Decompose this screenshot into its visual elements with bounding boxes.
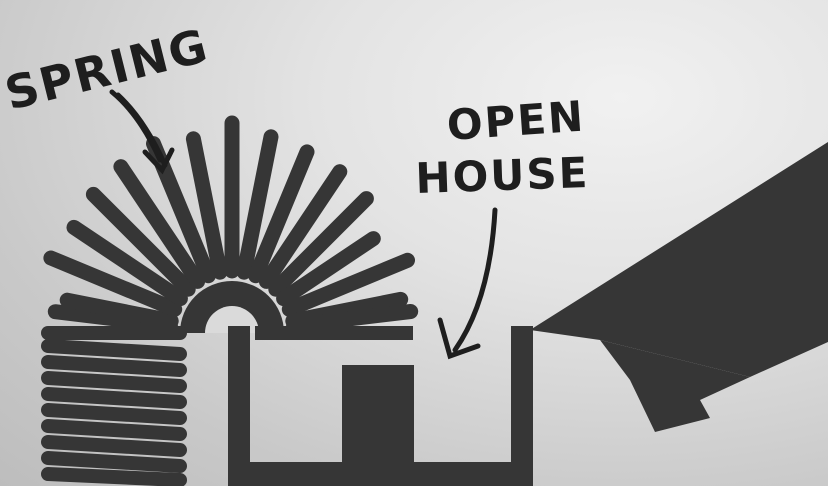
open-label: OPEN [445, 91, 586, 150]
arrow-icon [112, 92, 172, 170]
house-outline-icon [228, 326, 533, 486]
coil-spring-icon [48, 333, 180, 480]
house-floor [228, 462, 533, 486]
spring-label: SPRING [0, 18, 214, 121]
house-roof-line [255, 326, 413, 340]
arrow-icon [440, 210, 495, 356]
house-label: HOUSE [415, 148, 591, 203]
house-right-wall [511, 326, 533, 486]
house-door [342, 365, 414, 465]
